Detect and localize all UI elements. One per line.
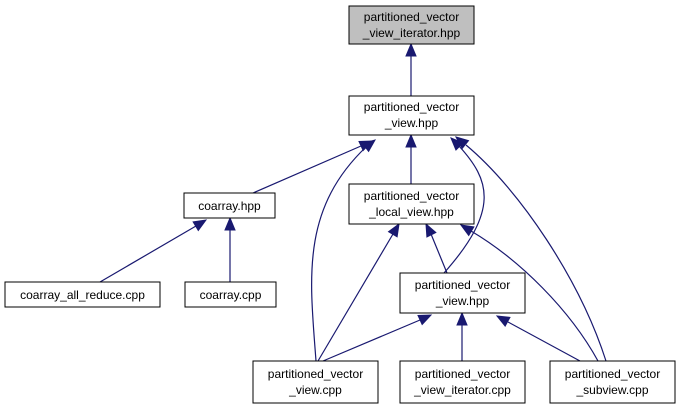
edge-n8-to-n6: [456, 311, 468, 361]
node-label-line-1: partitioned_vector: [565, 367, 660, 381]
edge-n9-to-n3: [459, 224, 599, 362]
node-label-line-2: _view.hpp: [384, 116, 439, 130]
node-label: coarray.hpp: [198, 199, 261, 213]
node-label-line-2: _view.hpp: [435, 294, 490, 308]
edge-layer: [99, 42, 607, 362]
node-label-line-1: partitioned_vector: [364, 189, 459, 203]
edge-line: [252, 145, 362, 194]
edge-n9-to-n6: [495, 315, 581, 362]
edge-n5-to-n2: [224, 216, 236, 282]
node-partitioned-vector-view-iterator-cpp[interactable]: partitioned_vector _view_iterator.cpp: [399, 360, 526, 404]
arrowhead-icon: [417, 314, 433, 326]
node-label-line-2: _subview.cpp: [575, 383, 648, 397]
node-label-line-1: partitioned_vector: [364, 100, 459, 114]
arrowhead-icon: [405, 42, 417, 57]
edge-n9-to-n1: [454, 136, 607, 362]
edge-line: [443, 145, 485, 274]
node-label-line-1: partitioned_vector: [268, 367, 363, 381]
edge-line: [507, 321, 581, 362]
arrowhead-icon: [361, 139, 377, 153]
node-partitioned-vector-local-view-hpp[interactable]: partitioned_vector _local_view.hpp: [348, 183, 475, 225]
arrowhead-icon: [387, 222, 400, 238]
node-partitioned-vector-view-iterator-hpp[interactable]: partitioned_vector _view_iterator.hpp: [348, 5, 475, 45]
node-partitioned-vector-view-hpp-mid[interactable]: partitioned_vector _view.hpp: [399, 272, 526, 314]
edge-n4-to-n2: [99, 219, 208, 283]
node-label-line-2: _local_view.hpp: [368, 205, 454, 219]
arrowhead-icon: [224, 216, 236, 231]
node-label: coarray_all_reduce.cpp: [20, 288, 145, 302]
arrowhead-icon: [425, 222, 437, 238]
arrowhead-icon: [459, 224, 475, 237]
edge-line: [465, 144, 607, 362]
node-partitioned-vector-view-cpp[interactable]: partitioned_vector _view.cpp: [252, 360, 379, 404]
node-coarray-hpp[interactable]: coarray.hpp: [183, 192, 276, 219]
arrowhead-icon: [454, 136, 470, 150]
edge-line: [99, 225, 197, 283]
node-layer: partitioned_vector _view_iterator.hpp pa…: [4, 5, 676, 404]
node-partitioned-vector-subview-cpp[interactable]: partitioned_vector _subview.cpp: [549, 360, 676, 404]
edge-line: [322, 319, 421, 362]
edge-n6-to-n1: [443, 137, 485, 274]
node-label-line-2: _view_iterator.cpp: [413, 383, 511, 397]
node-label: coarray.cpp: [200, 288, 262, 302]
edge-line: [317, 233, 394, 362]
edge-line: [430, 233, 448, 274]
node-coarray-cpp[interactable]: coarray.cpp: [184, 281, 277, 308]
node-label-line-2: _view_iterator.hpp: [362, 26, 461, 40]
node-label-line-1: partitioned_vector: [415, 278, 510, 292]
node-label-line-1: partitioned_vector: [364, 10, 459, 24]
node-coarray-all-reduce-cpp[interactable]: coarray_all_reduce.cpp: [4, 281, 161, 308]
arrowhead-icon: [405, 133, 417, 148]
node-partitioned-vector-view-hpp-top[interactable]: partitioned_vector _view.hpp: [348, 95, 475, 136]
edge-n6-to-n3: [425, 222, 448, 274]
edge-n7-to-n6: [322, 314, 433, 362]
edge-n1-to-n0: [405, 42, 417, 96]
arrowhead-icon: [495, 315, 511, 328]
arrowhead-icon: [456, 311, 468, 326]
edge-n3-to-n1: [405, 133, 417, 184]
edge-n7-to-n3: [317, 222, 400, 362]
edge-n7-to-n1: [311, 139, 377, 362]
arrowhead-icon: [450, 137, 464, 151]
node-label-line-1: partitioned_vector: [415, 367, 510, 381]
arrowhead-icon: [192, 219, 208, 232]
edge-line: [470, 230, 599, 362]
node-label-line-2: _view.cpp: [288, 383, 342, 397]
edge-line: [311, 146, 367, 362]
